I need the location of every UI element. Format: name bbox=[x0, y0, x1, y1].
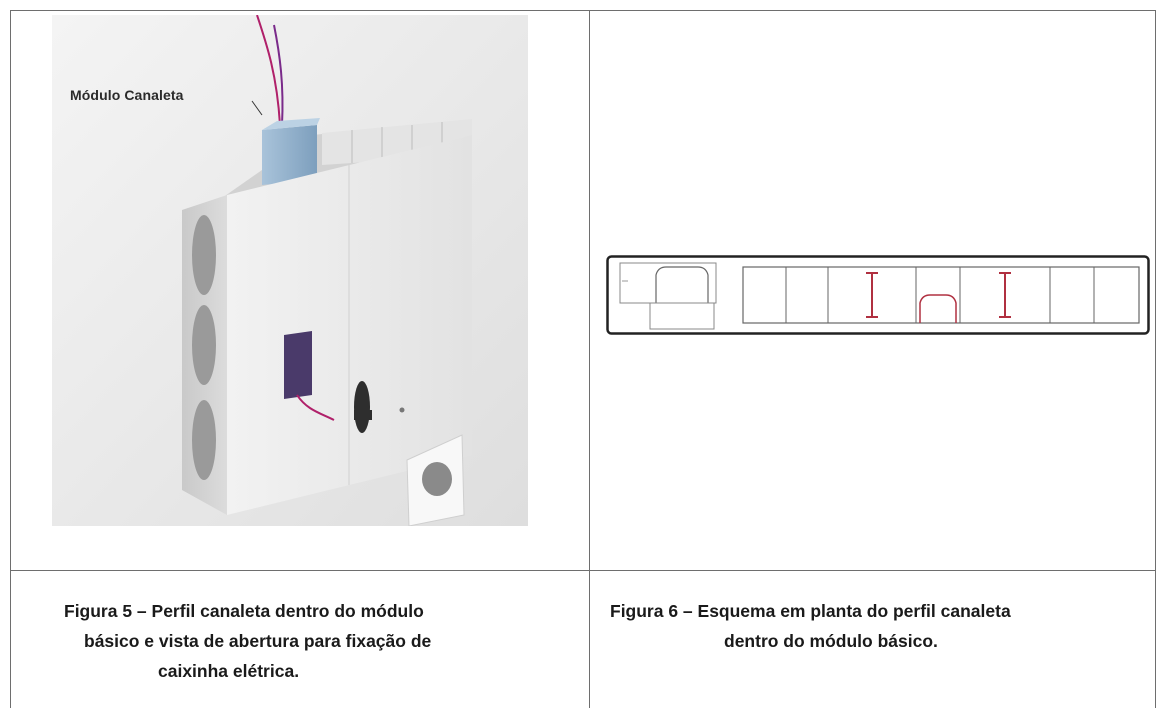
canaleta-callout-label: Módulo Canaleta bbox=[70, 87, 184, 103]
table-left-border bbox=[10, 10, 11, 708]
table-right-border bbox=[1155, 10, 1156, 708]
figure5-caption: Figura 5 – Perfil canaleta dentro do mód… bbox=[58, 596, 578, 686]
figure-table bbox=[10, 10, 1156, 708]
table-top-border bbox=[10, 10, 1156, 11]
figure6-caption: Figura 6 – Esquema em planta do perfil c… bbox=[606, 596, 1154, 656]
table-row-divider bbox=[10, 570, 1156, 571]
figure6-caption-line2: dentro do módulo básico. bbox=[724, 631, 938, 651]
figure6-caption-line1: Figura 6 – Esquema em planta do perfil c… bbox=[610, 601, 1011, 621]
module-3d-illustration bbox=[52, 15, 528, 526]
table-column-divider bbox=[589, 10, 590, 708]
plan-view-drawing bbox=[606, 255, 1150, 335]
figure5-caption-line1: Figura 5 – Perfil canaleta dentro do mód… bbox=[64, 601, 424, 621]
figure5-caption-line2: básico e vista de abertura para fixação … bbox=[84, 631, 432, 651]
figure5-caption-line3: caixinha elétrica. bbox=[158, 661, 300, 681]
